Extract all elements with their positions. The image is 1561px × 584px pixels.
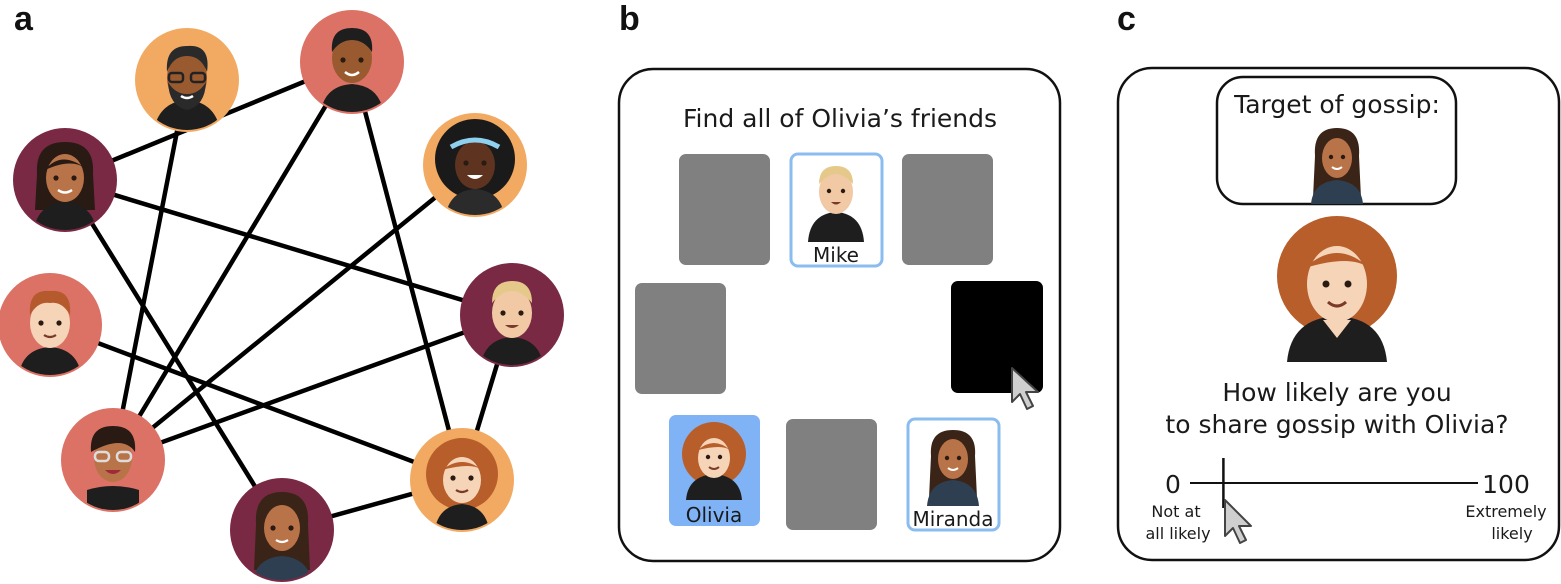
edge bbox=[110, 162, 478, 463]
person-node-bearded-man bbox=[135, 28, 239, 132]
card-label-olivia: Olivia bbox=[686, 503, 743, 527]
friend-finding-task: Find all of Olivia’s friends Mike bbox=[617, 67, 1062, 563]
card-hidden-selected[interactable] bbox=[951, 281, 1043, 393]
card-hidden[interactable] bbox=[902, 154, 993, 265]
avatar bbox=[927, 430, 979, 506]
person-node-glasses-woman bbox=[61, 408, 165, 512]
scale-max-desc-1: Extremely bbox=[1465, 502, 1546, 521]
card-hidden[interactable] bbox=[635, 283, 726, 394]
scale-max-desc-2: likely bbox=[1491, 524, 1532, 543]
question-line-2: to share gossip with Olivia? bbox=[1165, 410, 1508, 439]
card-mike[interactable]: Mike bbox=[789, 152, 884, 268]
mouse-cursor-icon bbox=[1224, 499, 1252, 544]
card-hidden[interactable] bbox=[679, 154, 770, 265]
person-node-man-top bbox=[300, 10, 404, 114]
scale-min-desc-2: all likely bbox=[1145, 524, 1210, 543]
card-olivia[interactable]: Olivia bbox=[669, 415, 760, 527]
edge bbox=[110, 312, 515, 463]
target-avatar bbox=[1311, 128, 1363, 204]
card-miranda[interactable]: Miranda bbox=[906, 417, 1001, 532]
person-node-longhair-woman bbox=[230, 478, 334, 582]
card-hidden[interactable] bbox=[786, 419, 877, 530]
task-prompt: Find all of Olivia’s friends bbox=[683, 104, 997, 133]
card-label-miranda: Miranda bbox=[913, 507, 994, 531]
edge bbox=[110, 77, 190, 463]
gossip-rating-task: Target of gossip: How likely are you to … bbox=[1116, 66, 1561, 562]
person-node-blond-man bbox=[460, 263, 564, 367]
card-label-mike: Mike bbox=[813, 243, 859, 267]
person-node-woman-left bbox=[13, 128, 117, 232]
person-node-redhead-woman bbox=[410, 428, 514, 532]
edge bbox=[47, 322, 465, 483]
avatar bbox=[808, 166, 864, 242]
edge bbox=[349, 59, 465, 483]
panel-label-c: c bbox=[1117, 0, 1136, 38]
scale-max-value: 100 bbox=[1482, 470, 1530, 499]
person-node-redhair-man bbox=[0, 273, 102, 377]
scale-min-desc-1: Not at bbox=[1151, 502, 1200, 521]
person-node-curly-woman bbox=[423, 113, 527, 217]
edge bbox=[110, 59, 355, 463]
social-network bbox=[0, 10, 564, 582]
target-title: Target of gossip: bbox=[1233, 90, 1440, 119]
avatar bbox=[682, 422, 746, 500]
olivia-avatar bbox=[1277, 216, 1397, 362]
likelihood-slider[interactable] bbox=[1190, 458, 1478, 544]
scale-min-value: 0 bbox=[1165, 470, 1181, 499]
question-line-1: How likely are you bbox=[1222, 378, 1451, 407]
edge bbox=[62, 177, 515, 318]
mouse-cursor-icon bbox=[1011, 367, 1039, 410]
panel-label-b: b bbox=[619, 0, 640, 38]
panel-label-a: a bbox=[14, 0, 33, 38]
